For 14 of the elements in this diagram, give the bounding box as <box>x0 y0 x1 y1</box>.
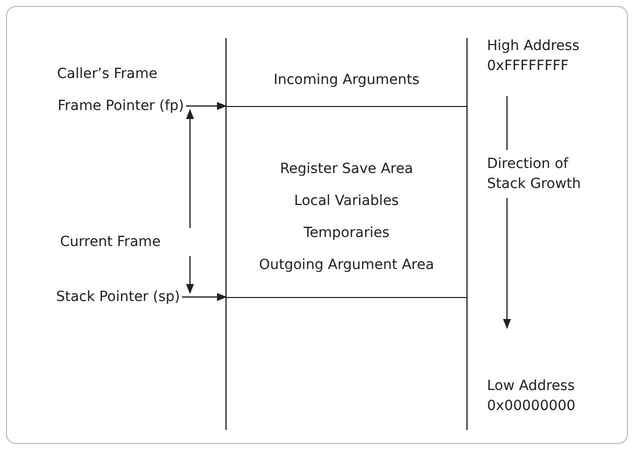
direction-label: Direction of Stack Growth <box>487 155 582 194</box>
region-label: Local Variables <box>293 192 400 211</box>
region-label: Outgoing Argument Area <box>258 256 436 275</box>
pointer-label: Stack Pointer (sp) <box>55 288 180 307</box>
region-caption: Caller’s Frame <box>57 65 158 84</box>
pointer-label: Frame Pointer (fp) <box>56 97 184 116</box>
region-label: Register Save Area <box>278 160 414 179</box>
pointer-arrow <box>182 293 227 301</box>
stack-region <box>226 106 467 298</box>
address-label: Low Address 0x00000000 <box>487 377 576 416</box>
pointer-arrow <box>186 102 227 110</box>
address-label: High Address 0xFFFFFFFF <box>487 37 580 76</box>
region-label: Temporaries <box>302 224 390 243</box>
region-label: Incoming Arguments <box>272 71 420 90</box>
